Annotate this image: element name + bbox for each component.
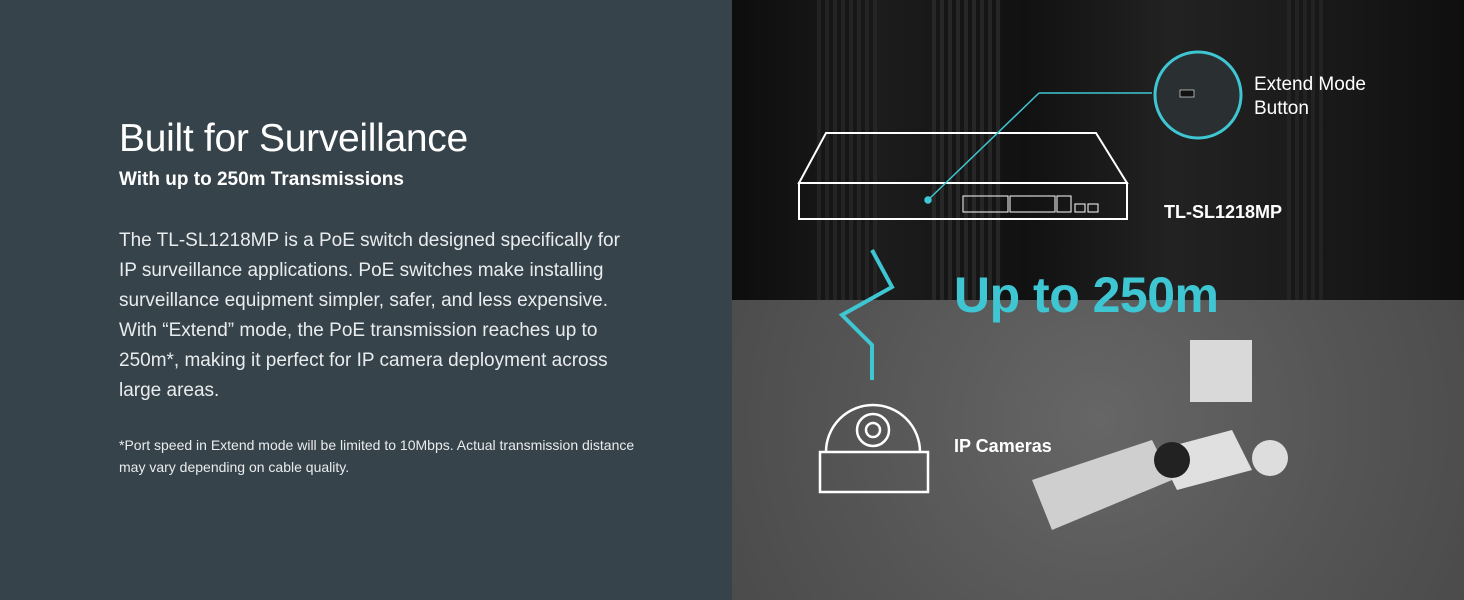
concrete-wall-background [732,300,1464,600]
subtitle: With up to 250m Transmissions [119,169,404,190]
switch-icon [797,132,1129,220]
cable-zigzag-icon [838,249,895,380]
extend-mode-label: Extend Mode Button [1254,73,1366,121]
footnote: *Port speed in Extend mode will be limit… [119,437,635,475]
extend-mode-label-line1: Extend Mode [1254,74,1366,95]
description: The TL-SL1218MP is a PoE switch designed… [119,230,620,401]
distance-label: Up to 250m [954,267,1219,323]
diagram-graphics [797,50,1288,530]
extend-mode-label-line2: Button [1254,98,1309,119]
server-room-background [732,0,1464,300]
page-title: Built for Surveillance [119,117,468,160]
product-illustration: Extend Mode Button TL-SL1218MP Up to 250… [732,0,1464,600]
model-label: TL-SL1218MP [1164,202,1283,222]
text-panel: Built for Surveillance With up to 250m T… [119,117,635,475]
extend-mode-callout [924,50,1243,204]
ip-cameras-label: IP Cameras [954,436,1052,456]
bullet-cameras-photo [1032,340,1288,530]
dome-camera-icon [818,403,930,494]
